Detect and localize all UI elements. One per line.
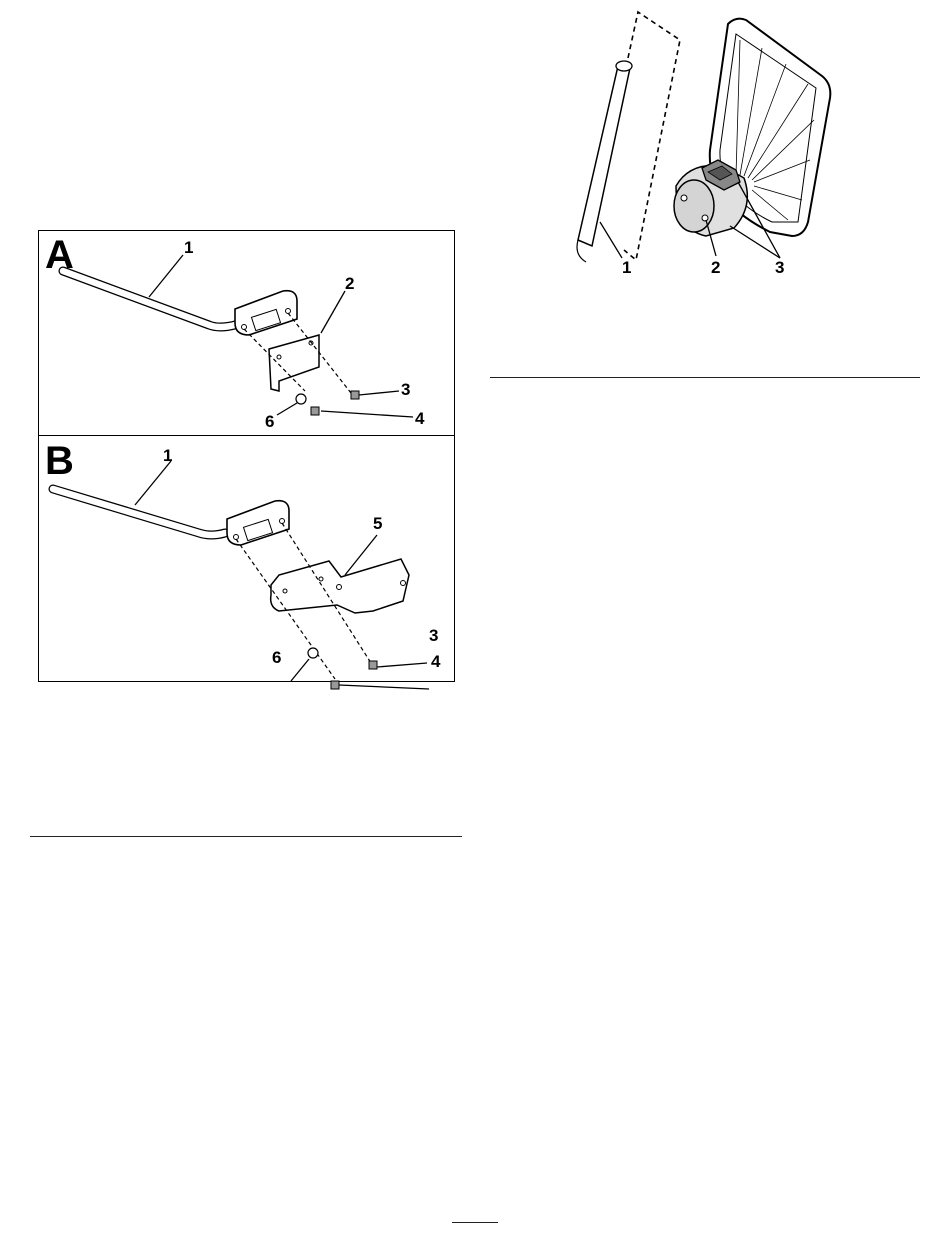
panel-b-callout-3: 3	[429, 627, 438, 644]
mirror-callout-3: 3	[775, 259, 784, 276]
panel-b-illustration	[39, 435, 456, 681]
panel-b-callout-6: 6	[272, 649, 281, 666]
panel-a-illustration	[39, 231, 456, 435]
right-section-divider	[490, 377, 920, 378]
panel-a-callout-4: 4	[415, 410, 424, 427]
mirror-callout-2: 2	[711, 259, 720, 276]
mirror-callout-1: 1	[622, 259, 631, 276]
panel-a-callout-6: 6	[265, 413, 274, 430]
mirror-illustration	[540, 0, 940, 300]
panel-b-callout-1: 1	[163, 447, 172, 464]
mirror-figure: 1 2 3	[540, 0, 940, 300]
bracket-figure-frame: A 1 2 3 6 4 B	[38, 230, 455, 682]
left-section-divider	[30, 836, 462, 837]
panel-b-callout-5: 5	[373, 515, 382, 532]
panel-a-callout-2: 2	[345, 275, 354, 292]
panel-a-callout-1: 1	[184, 239, 193, 256]
page-number-rule	[452, 1222, 498, 1223]
panel-a-callout-3: 3	[401, 381, 410, 398]
panel-b-callout-4: 4	[431, 653, 440, 670]
